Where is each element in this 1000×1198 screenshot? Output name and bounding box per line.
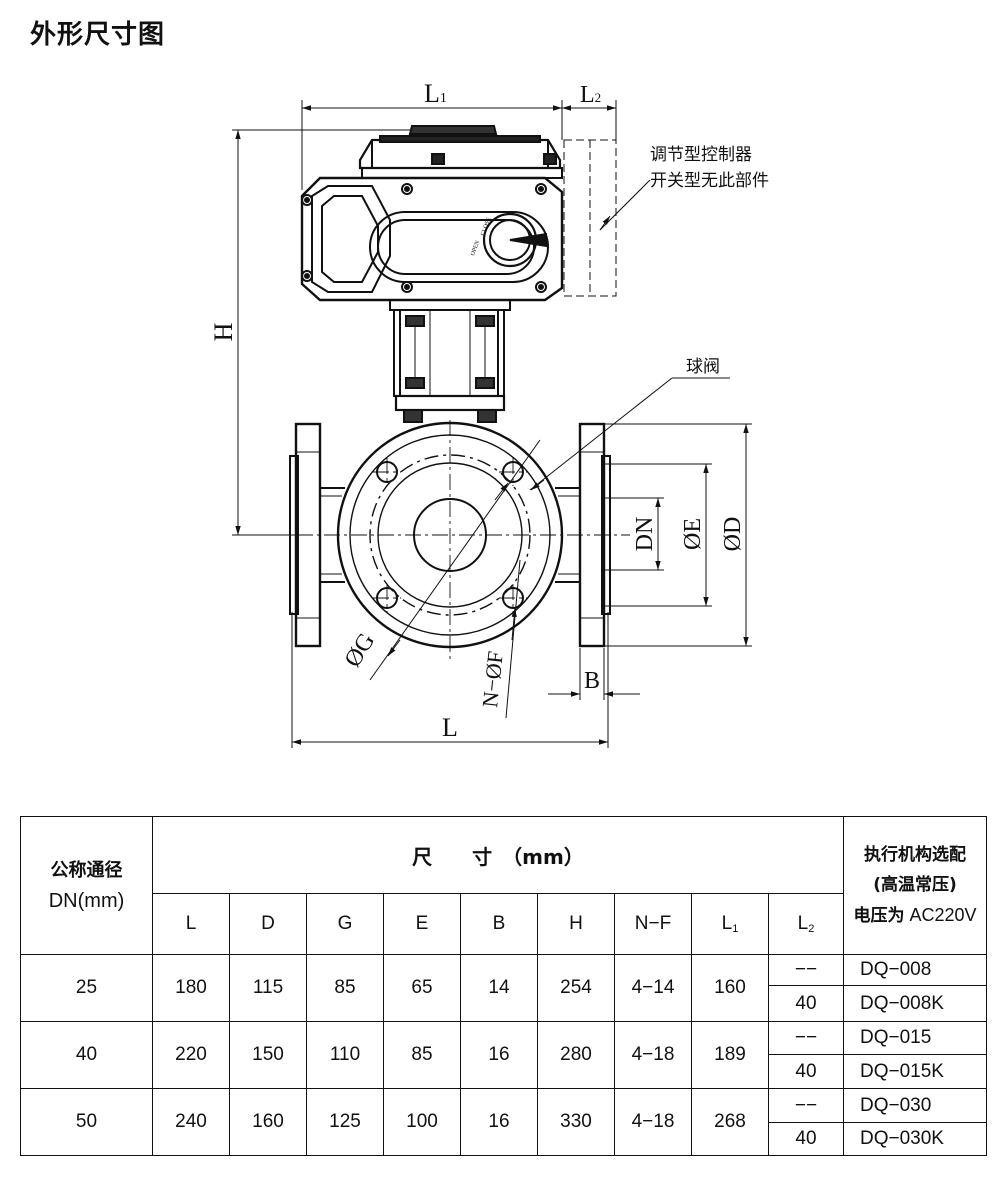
- col-header-b: B: [460, 893, 538, 955]
- table-cell: 160: [691, 954, 769, 1022]
- table-cell: 100: [383, 1088, 461, 1156]
- table-cell-dn: 25: [20, 954, 153, 1022]
- col-header-g: G: [306, 893, 384, 955]
- table-cell: 65: [383, 954, 461, 1022]
- centre-lines: [270, 420, 630, 660]
- table-cell: 240: [152, 1088, 230, 1156]
- dim-g-label: ØG: [340, 629, 380, 672]
- table-cell-l2: 40: [768, 1054, 844, 1089]
- table-cell: 125: [306, 1088, 384, 1156]
- table-cell: 180: [152, 954, 230, 1022]
- dim-e-label: ØE: [680, 518, 706, 550]
- dim-dn-label: DN: [632, 517, 658, 552]
- table-cell: 115: [229, 954, 307, 1022]
- table-cell: 16: [460, 1088, 538, 1156]
- dimension-table: 公称通径 DN(mm) 尺 寸 （mm） 执行机构选配 (高温常压) 电压为 A…: [20, 816, 987, 1156]
- dim-h-label: H: [209, 322, 238, 341]
- valve-outline-drawing: OPEN CLOSE: [209, 79, 769, 748]
- table-cell: 4−18: [614, 1088, 692, 1156]
- col-header-nf: N−F: [614, 893, 692, 955]
- controller-note-line1: 调节型控制器: [650, 145, 752, 165]
- mounting-bracket: [393, 309, 506, 423]
- electric-actuator: [300, 125, 564, 311]
- table-cell-model: DQ−015K: [843, 1054, 987, 1089]
- table-cell: 150: [229, 1021, 307, 1089]
- dimension-lines: [232, 100, 752, 748]
- table-cell-model: DQ−008: [843, 954, 987, 986]
- table-cell-l2: −−: [768, 1088, 844, 1123]
- table-cell-model: DQ−008K: [843, 985, 987, 1022]
- col-header-e: E: [383, 893, 461, 955]
- table-cell: 14: [460, 954, 538, 1022]
- dial-open-label: OPEN: [470, 239, 481, 256]
- table-cell: 16: [460, 1021, 538, 1089]
- dim-l2-label: L2: [580, 82, 601, 108]
- dim-b-label: B: [584, 668, 600, 694]
- dim-l-label: L: [442, 713, 458, 742]
- table-cell-model: DQ−015: [843, 1021, 987, 1055]
- table-cell-l2: −−: [768, 1021, 844, 1055]
- col-header-l1: L1: [691, 893, 769, 955]
- col-header-h: H: [537, 893, 615, 955]
- nominal-diameter-header: 公称通径 DN(mm): [20, 816, 153, 955]
- table-cell: 330: [537, 1088, 615, 1156]
- table-cell: 85: [306, 954, 384, 1022]
- controller-note-line2: 开关型无此部件: [650, 171, 769, 191]
- table-cell: 189: [691, 1021, 769, 1089]
- dim-l1-label: L1: [424, 79, 447, 108]
- col-header-l: L: [152, 893, 230, 955]
- table-cell: 254: [537, 954, 615, 1022]
- table-cell: 4−18: [614, 1021, 692, 1089]
- table-cell: 220: [152, 1021, 230, 1089]
- table-cell: 110: [306, 1021, 384, 1089]
- table-cell: 160: [229, 1088, 307, 1156]
- ball-valve-note: 球阀: [686, 357, 720, 377]
- table-cell-model: DQ−030: [843, 1088, 987, 1123]
- actuator-header: 执行机构选配 (高温常压) 电压为 AC220V: [843, 816, 987, 955]
- col-header-l2: L2: [768, 893, 844, 955]
- table-cell-l2: −−: [768, 954, 844, 986]
- table-cell-dn: 50: [20, 1088, 153, 1156]
- table-cell: 4−14: [614, 954, 692, 1022]
- table-cell: 268: [691, 1088, 769, 1156]
- table-cell: 280: [537, 1021, 615, 1089]
- col-header-d: D: [229, 893, 307, 955]
- table-cell: 85: [383, 1021, 461, 1089]
- dim-nf-label: N−ØF: [477, 650, 508, 709]
- dimensions-header: 尺 寸 （mm）: [152, 816, 844, 894]
- dim-d-label: ØD: [720, 517, 746, 552]
- table-cell-l2: 40: [768, 985, 844, 1022]
- table-cell-model: DQ−030K: [843, 1122, 987, 1156]
- page-title: 外形尺寸图: [30, 20, 166, 50]
- table-cell-l2: 40: [768, 1122, 844, 1156]
- table-cell-dn: 40: [20, 1021, 153, 1089]
